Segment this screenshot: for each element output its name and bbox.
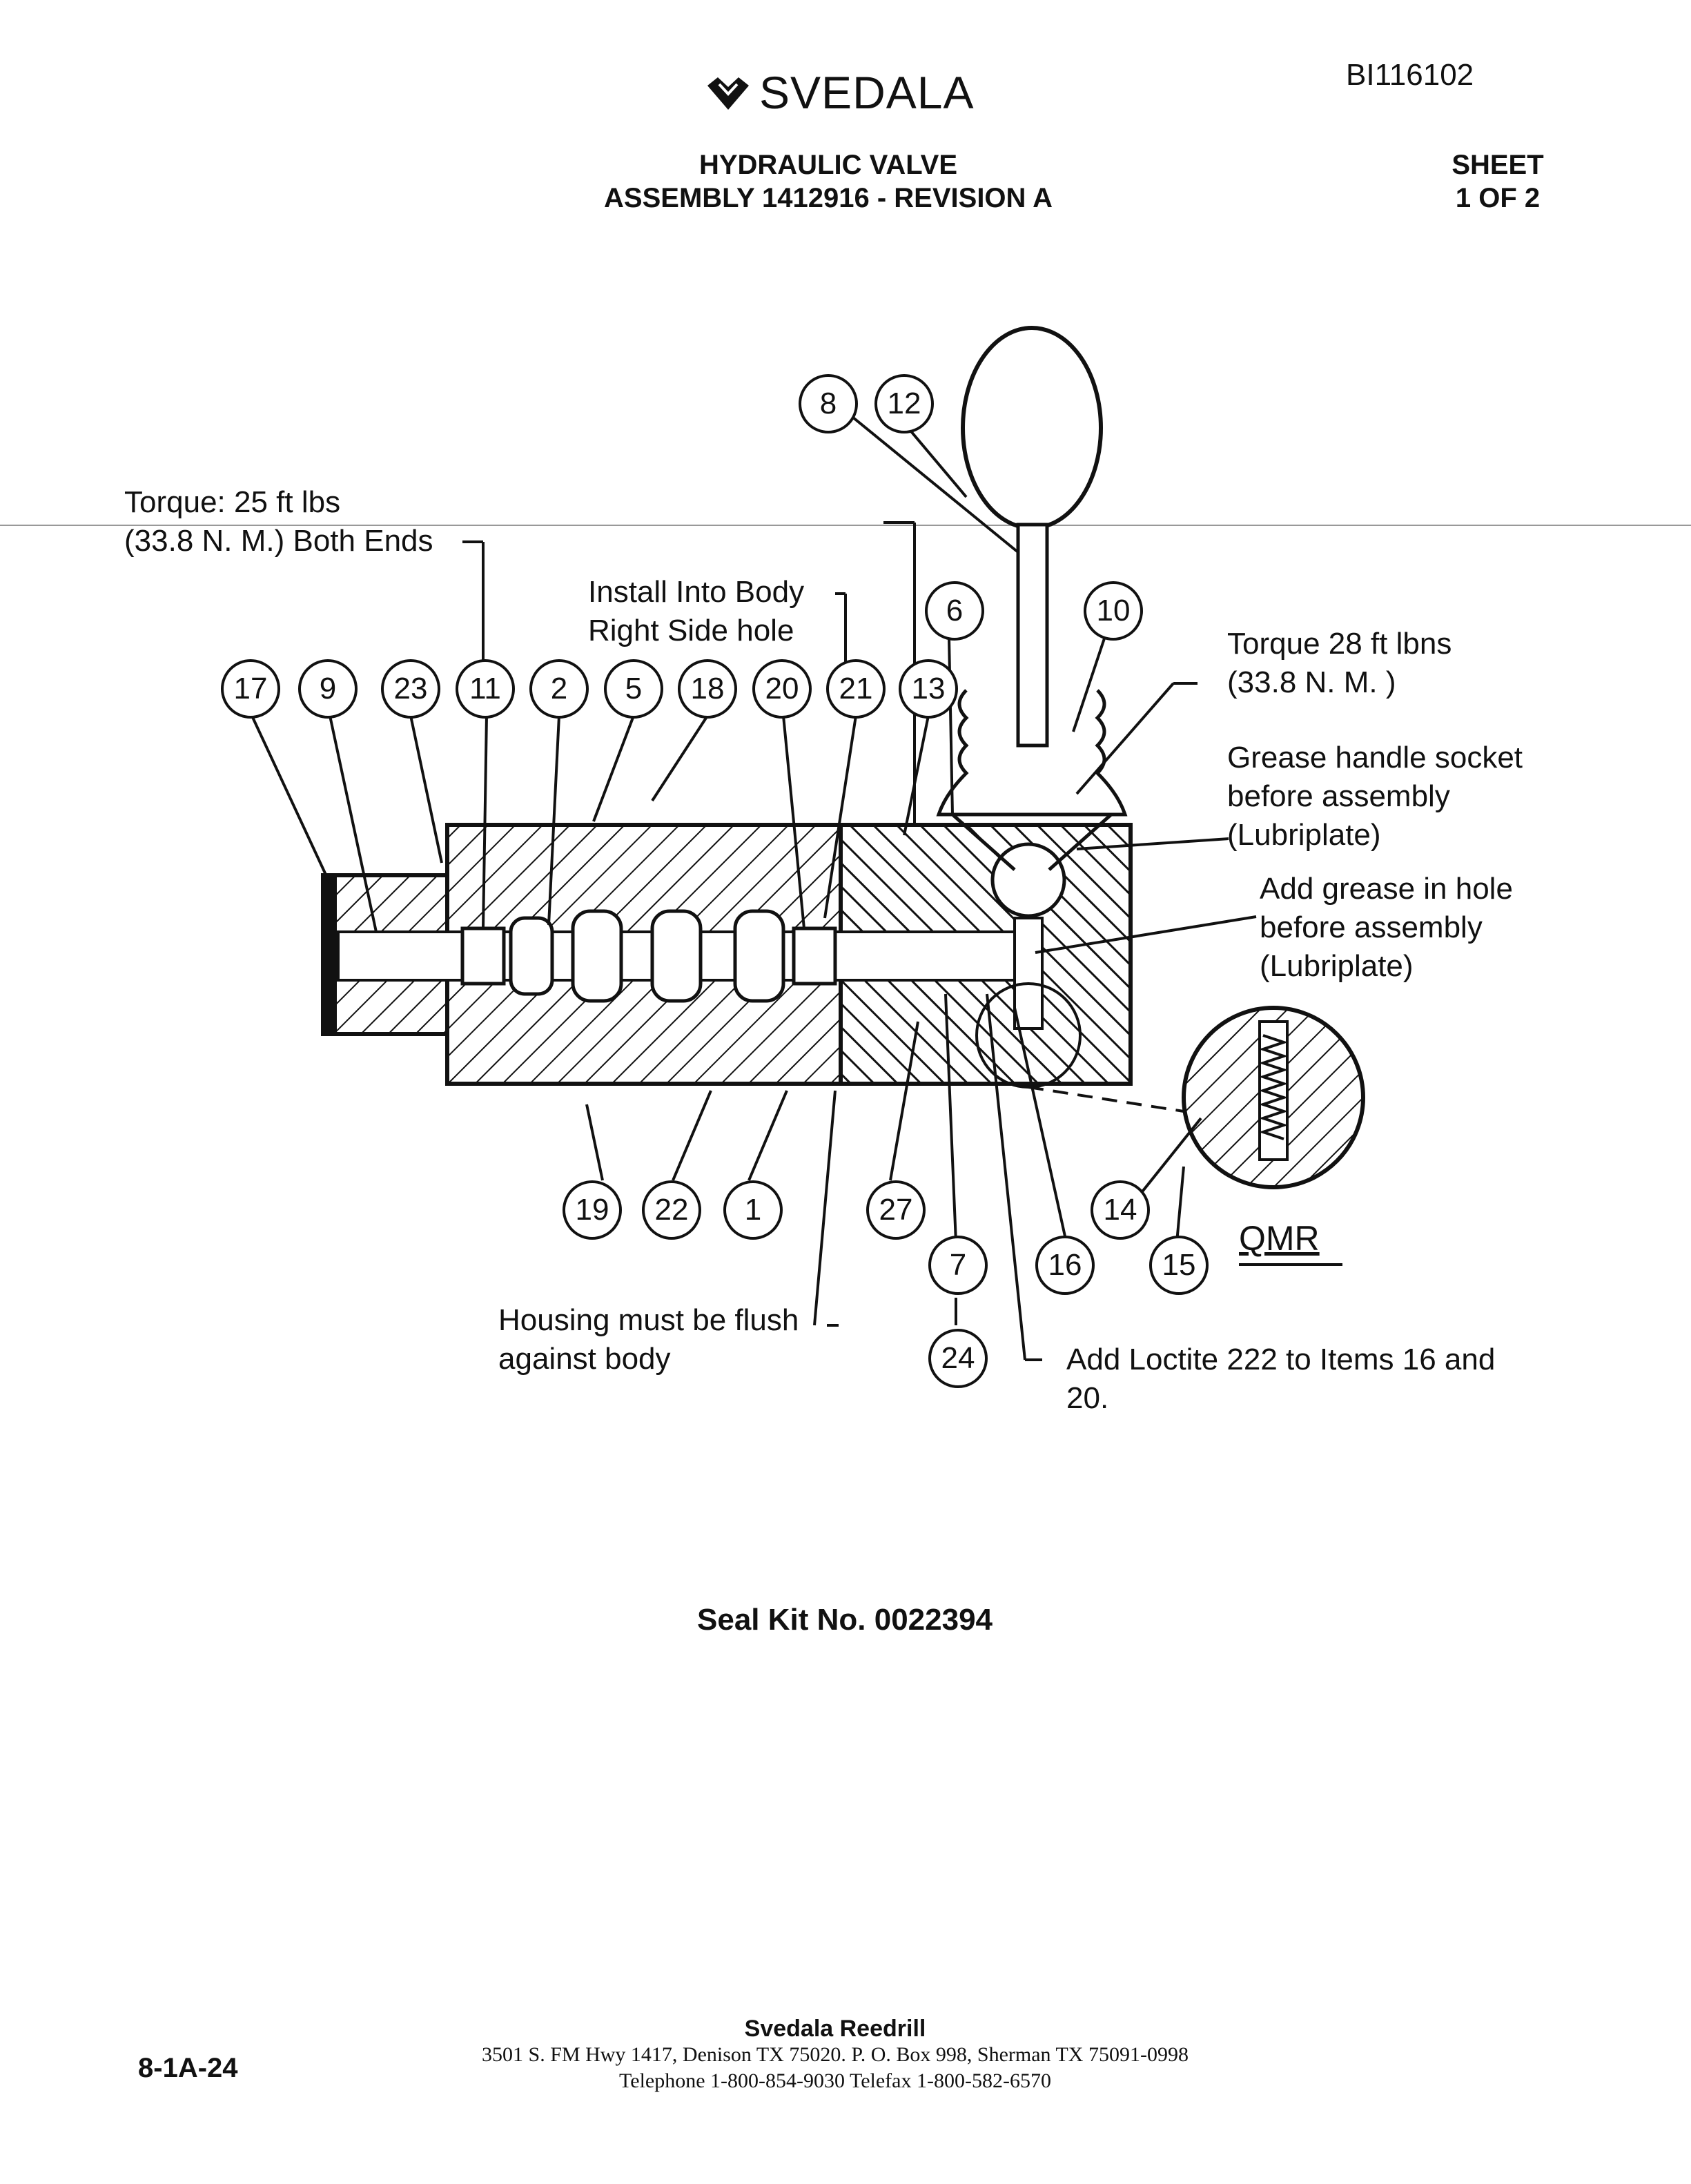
balloon-13: 13 xyxy=(899,659,958,719)
balloon-23: 23 xyxy=(381,659,440,719)
note-grease-hole: Add grease in hole before assembly (Lubr… xyxy=(1260,870,1513,986)
balloon-9: 9 xyxy=(298,659,358,719)
title-line-1: HYDRAULIC VALVE xyxy=(698,150,958,180)
title-line-2: ASSEMBLY 1412916 - REVISION A xyxy=(604,183,1053,213)
balloon-11: 11 xyxy=(456,659,515,719)
note-torque-left-line-1: Torque: 25 ft lbs xyxy=(124,485,341,519)
note-grease-hole-line-1: Add grease in hole xyxy=(1260,872,1513,906)
balloon-18: 18 xyxy=(678,659,737,719)
note-torque-left: Torque: 25 ft lbs (33.8 N. M.) Both Ends xyxy=(124,483,433,560)
balloon-21: 21 xyxy=(826,659,886,719)
note-loctite-line-1: Add Loctite 222 to Items 16 and xyxy=(1066,1343,1496,1376)
drawing-title: HYDRAULIC VALVE ASSEMBLY 1412916 - REVIS… xyxy=(552,148,1104,215)
note-housing-line-1: Housing must be flush xyxy=(498,1303,799,1337)
ball-socket xyxy=(990,842,1066,918)
balloon-2: 2 xyxy=(529,659,589,719)
note-torque-right: Torque 28 ft lbns (33.8 N. M. ) xyxy=(1227,625,1451,702)
document-id: BI116102 xyxy=(1346,58,1474,92)
note-install-line-1: Install Into Body xyxy=(588,575,805,609)
balloon-27: 27 xyxy=(866,1180,926,1240)
balloon-15: 15 xyxy=(1149,1236,1209,1295)
note-grease-socket-line-3: (Lubriplate) xyxy=(1227,818,1381,852)
company-name: Svedala Reedrill xyxy=(744,2016,926,2042)
balloon-22: 22 xyxy=(642,1180,701,1240)
seal-kit-number: Seal Kit No. 0022394 xyxy=(697,1603,993,1637)
note-grease-hole-line-3: (Lubriplate) xyxy=(1260,949,1414,983)
note-housing: Housing must be flush against body xyxy=(498,1301,799,1378)
balloon-5: 5 xyxy=(604,659,663,719)
qmr-label: QMR xyxy=(1239,1219,1320,1258)
balloon-16: 16 xyxy=(1035,1236,1095,1295)
sheet-number: SHEET 1 OF 2 xyxy=(1429,148,1567,215)
spool xyxy=(460,909,837,1003)
balloon-17: 17 xyxy=(221,659,280,719)
brand-name: SVEDALA xyxy=(759,67,975,118)
balloon-24: 24 xyxy=(928,1329,988,1388)
handle-shaft xyxy=(1016,523,1049,748)
note-torque-left-line-2: (33.8 N. M.) Both Ends xyxy=(124,524,433,558)
note-housing-line-2: against body xyxy=(498,1342,671,1376)
note-torque-right-line-2: (33.8 N. M. ) xyxy=(1227,665,1396,699)
rubber-boot xyxy=(936,689,1128,817)
balloon-10: 10 xyxy=(1084,581,1143,641)
sheet-label: SHEET xyxy=(1451,150,1544,180)
svedala-mark-icon xyxy=(707,77,749,110)
note-grease-socket-line-2: before assembly xyxy=(1227,779,1450,813)
sheet-count: 1 OF 2 xyxy=(1455,183,1541,213)
company-footer: Svedala Reedrill 3501 S. FM Hwy 1417, De… xyxy=(414,2016,1256,2094)
scan-line-divider xyxy=(0,525,1691,526)
note-grease-socket-line-1: Grease handle socket xyxy=(1227,741,1523,774)
note-loctite: Add Loctite 222 to Items 16 and 20. xyxy=(1066,1340,1495,1418)
balloon-19: 19 xyxy=(563,1180,622,1240)
balloon-7: 7 xyxy=(928,1236,988,1295)
balloon-14: 14 xyxy=(1091,1180,1150,1240)
note-loctite-line-2: 20. xyxy=(1066,1381,1109,1415)
balloon-1: 1 xyxy=(723,1180,783,1240)
svedala-logo: SVEDALA xyxy=(704,66,974,119)
company-address: 3501 S. FM Hwy 1417, Denison TX 75020. P… xyxy=(482,2043,1189,2066)
note-install-line-2: Right Side hole xyxy=(588,614,794,647)
handle-knob xyxy=(961,326,1103,530)
note-grease-socket: Grease handle socket before assembly (Lu… xyxy=(1227,739,1523,855)
balloon-8: 8 xyxy=(799,374,858,433)
note-install: Install Into Body Right Side hole xyxy=(588,573,804,650)
company-phone: Telephone 1-800-854-9030 Telefax 1-800-5… xyxy=(619,2069,1051,2092)
balloon-20: 20 xyxy=(752,659,812,719)
note-torque-right-line-1: Torque 28 ft lbns xyxy=(1227,627,1452,661)
balloon-12: 12 xyxy=(874,374,934,433)
balloon-6: 6 xyxy=(925,581,984,641)
page-number: 8-1A-24 xyxy=(138,2053,238,2083)
note-grease-hole-line-2: before assembly xyxy=(1260,910,1483,944)
